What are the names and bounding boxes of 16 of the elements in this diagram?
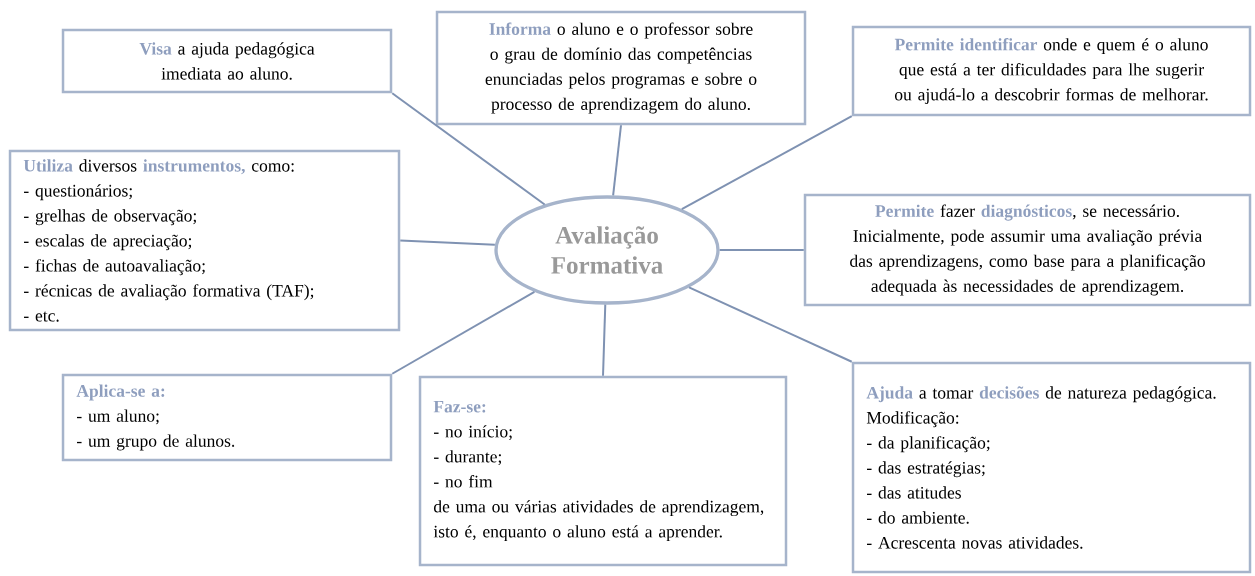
list-box: Utiliza diversos instrumentos, como: - questionários; - grelhas de observação; - escalas de apreciação; - fichas de autoavaliação; - récnicas de avaliação formativa (TAF); - etc.: [8, 149, 401, 332]
connector-line: [391, 92, 546, 206]
connector-line: [688, 286, 853, 363]
note-box: Informa o aluno e o professor sobre o grau de domínio das competências enunciadas pelos programas e sobre o processo de aprendizagem do aluno.: [435, 10, 807, 126]
list-box: Ajuda a tomar decisões de natureza pedagógica. Modificação: - da planificação; - das estratégias; - das atitudes - do ambiente. - Acrescenta novas atividades.: [851, 361, 1252, 574]
connector-line: [399, 239, 496, 246]
connector-line: [391, 290, 536, 375]
connector-line: [680, 115, 853, 211]
note-box: Visa a ajuda pedagógica imediata ao aluno.: [61, 28, 393, 94]
note-box: Permite fazer diagnósticos, se necessário. Inicialmente, pode assumir uma avaliação prévia das aprendizagens, como base para a planificação adequada às necessidades de aprendizagem.: [803, 193, 1252, 307]
connector-line: [612, 124, 622, 197]
connector-line: [718, 249, 805, 251]
connector-line: [602, 303, 607, 377]
list-box: Aplica-se a: - um aluno; - um grupo de alunos.: [61, 373, 393, 462]
list-box: Faz-se: - no início; - durante; - no fim de uma ou várias atividades de aprendizagem, isto é, enquanto o aluno está a aprender.: [418, 375, 788, 567]
note-box: Permite identificar onde e quem é o aluno que está a ter dificuldades para lhe sugerir ou ajudá-lo a descobrir formas de melhorar.: [851, 25, 1252, 117]
